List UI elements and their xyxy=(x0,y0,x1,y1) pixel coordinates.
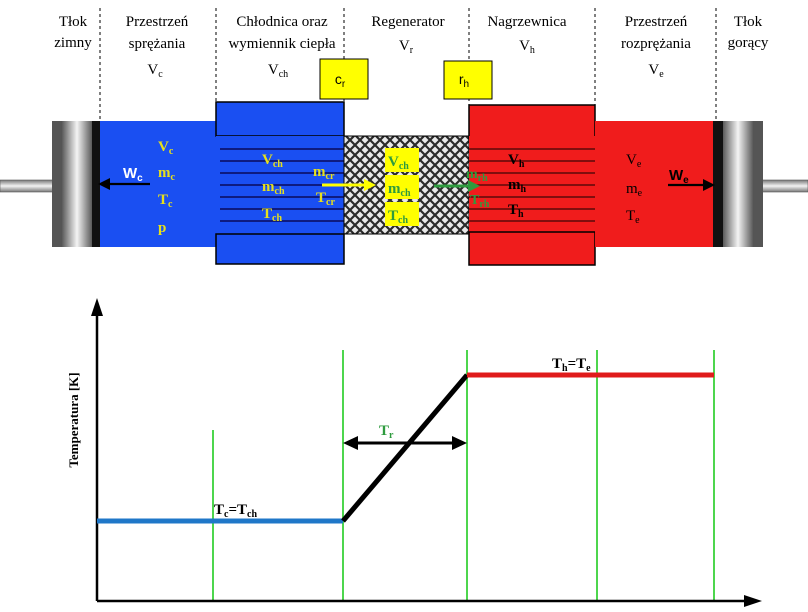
label-wc: Wc xyxy=(123,165,143,184)
cold-piston xyxy=(52,121,102,247)
y-axis-label: Temperatura [K] xyxy=(66,372,81,467)
expansion-labels: Ve me Te We xyxy=(626,152,715,226)
header-expansion-1: Przestrzeń xyxy=(625,14,688,30)
label-vc: Vc xyxy=(158,139,174,157)
cold-piston-face xyxy=(92,121,102,247)
series-regen xyxy=(341,373,469,523)
regen-box-t xyxy=(385,202,419,226)
regen-box-v xyxy=(385,148,419,172)
cold-cylinder-wall xyxy=(52,121,62,247)
label-mrh: mrh xyxy=(466,167,488,184)
header-expansion-symbol: Ve xyxy=(648,62,664,80)
cooler-top-jacket xyxy=(215,101,345,137)
header-cold-piston-1: Tłok xyxy=(59,14,88,30)
cooler-tubes xyxy=(220,148,344,222)
label-tch: Tch xyxy=(262,206,282,224)
header-cold-piston-2: zimny xyxy=(54,35,92,51)
header-heater-1: Nagrzewnica xyxy=(487,14,566,30)
regen-span-arrow-right xyxy=(452,436,467,450)
cooler-labels: Vch mch Tch xyxy=(262,152,285,224)
label-tc: Tc xyxy=(158,192,173,210)
header-heater-symbol: Vh xyxy=(519,38,535,56)
label-vch: Vch xyxy=(262,152,283,170)
cr-arrow-head xyxy=(364,179,376,191)
label-we: We xyxy=(669,167,689,186)
temperature-chart: Temperatura [K] Tc=Tch Tr Th=Te xyxy=(66,298,762,607)
hot-piston-body xyxy=(723,121,753,247)
header-compression-symbol: Vc xyxy=(147,62,163,80)
header-expansion-2: rozprężania xyxy=(621,36,691,52)
header-compression-2: sprężania xyxy=(129,36,186,52)
label-me: me xyxy=(626,181,643,199)
label-th: Th xyxy=(508,202,524,220)
label-mch: mch xyxy=(262,179,285,197)
flow-cr-labels: mcr Tcr xyxy=(313,164,376,208)
header-hot-piston-1: Tłok xyxy=(734,14,763,30)
y-axis-arrow xyxy=(91,298,103,316)
label-regen-v: Vch xyxy=(388,154,409,172)
regen-span-arrow-left xyxy=(343,436,358,450)
box-rh-label: rh xyxy=(459,71,469,90)
header-cooler-2: wymiennik ciepła xyxy=(228,36,335,52)
label-ve: Ve xyxy=(626,152,642,170)
label-p: p xyxy=(158,220,166,236)
annotation-cold: Tc=Tch xyxy=(214,502,257,520)
cooler-bottom-jacket xyxy=(215,233,345,265)
hot-piston-face xyxy=(713,121,723,247)
annotation-hot: Th=Te xyxy=(552,356,591,374)
heater-bottom-jacket xyxy=(468,231,596,266)
annotation-regen: Tr xyxy=(379,423,394,441)
label-mc: mc xyxy=(158,165,176,183)
heater-top-jacket xyxy=(468,104,596,139)
we-arrow-head xyxy=(703,179,715,191)
label-trh: Trh xyxy=(470,193,490,210)
regen-box-m xyxy=(385,175,419,199)
compression-labels: Vc mc Tc p Wc xyxy=(98,139,176,236)
box-cr xyxy=(319,58,369,100)
rh-arrow-head xyxy=(468,180,480,192)
zone-lines xyxy=(212,350,715,600)
header-compression-1: Przestrzeń xyxy=(126,14,189,30)
label-regen-m: mch xyxy=(388,181,411,199)
regen-labels: Vch mch Tch xyxy=(388,154,411,226)
label-tcr: Tcr xyxy=(316,190,335,208)
header-hot-piston-2: gorący xyxy=(728,35,769,51)
header-cooler-symbol: Vch xyxy=(268,62,288,80)
section-headers: Tłok zimny Przestrzeń sprężania Vc Chłod… xyxy=(54,14,769,80)
cold-piston-rod xyxy=(0,179,61,193)
label-te: Te xyxy=(626,208,640,226)
header-cooler-1: Chłodnica oraz xyxy=(236,14,328,30)
cooler xyxy=(215,101,345,265)
box-cr-label: cr xyxy=(335,71,346,90)
header-regenerator-symbol: Vr xyxy=(399,38,414,56)
heater-tubes xyxy=(469,148,595,222)
hot-piston xyxy=(713,121,763,247)
label-mcr: mcr xyxy=(313,164,335,182)
x-axis-arrow xyxy=(744,595,762,607)
cold-piston-body xyxy=(62,121,92,247)
heater-labels: Vh mh Th xyxy=(508,152,527,220)
header-regenerator-1: Regenerator xyxy=(371,14,444,30)
hot-cylinder-wall xyxy=(753,121,763,247)
label-vh: Vh xyxy=(508,152,525,170)
heater xyxy=(468,104,596,266)
flow-rh-labels: mrh Trh xyxy=(434,167,490,210)
wc-arrow-head xyxy=(98,178,110,190)
label-mh: mh xyxy=(508,177,527,195)
label-regen-t: Tch xyxy=(388,208,408,226)
box-rh xyxy=(443,60,493,100)
